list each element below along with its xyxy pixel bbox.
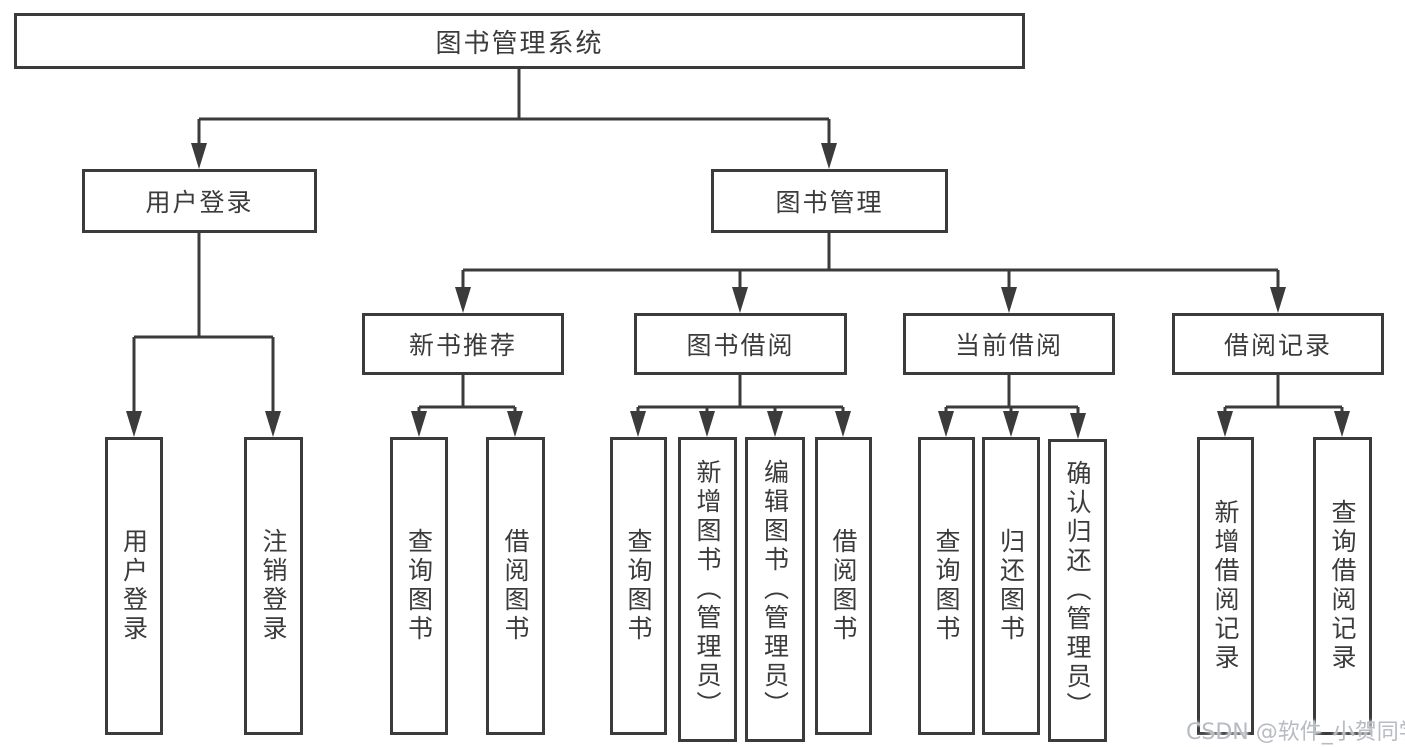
csdn-watermark: CSDN @软件_小贺同学 <box>1186 720 1405 745</box>
leaf-add-borrow-record: 新增借阅记录 <box>1197 437 1254 735</box>
connector-current-borrow-to-leaves <box>938 375 1086 439</box>
node-book-borrow: 图书借阅 <box>634 313 847 375</box>
connector-root-to-level2 <box>191 69 837 169</box>
node-book-management: 图书管理 <box>711 169 948 233</box>
connector-book-management-to-level3 <box>455 233 1286 313</box>
node-current-borrow: 当前借阅 <box>903 313 1115 375</box>
leaf-borrow-books: 借阅图书 <box>815 437 872 735</box>
leaf-edit-books-admin: 编辑图书（管理员） <box>745 437 805 742</box>
node-user-login: 用户登录 <box>82 169 317 233</box>
leaf-query-books-recommend: 查询图书 <box>390 437 448 735</box>
node-library-system: 图书管理系统 <box>14 13 1025 69</box>
node-new-book-recommend: 新书推荐 <box>362 313 564 375</box>
leaf-user-login: 用户登录 <box>105 437 163 735</box>
leaf-confirm-return-admin: 确认归还（管理员） <box>1048 439 1107 742</box>
connector-borrow-records-to-leaves <box>1217 375 1350 437</box>
leaf-add-books-admin: 新增图书（管理员） <box>678 437 737 742</box>
leaf-query-books-current: 查询图书 <box>918 437 975 735</box>
node-borrow-records: 借阅记录 <box>1172 313 1384 375</box>
leaf-query-borrow-record: 查询借阅记录 <box>1313 437 1372 735</box>
leaf-logout: 注销登录 <box>244 437 303 735</box>
leaf-return-books: 归还图书 <box>982 437 1040 735</box>
leaf-query-books-borrow: 查询图书 <box>610 437 667 735</box>
connector-new-book-to-leaves <box>411 375 523 437</box>
connector-book-borrow-to-leaves <box>630 375 851 437</box>
leaf-borrow-books-recommend: 借阅图书 <box>486 437 545 735</box>
connector-user-login-to-leaves <box>126 233 281 437</box>
